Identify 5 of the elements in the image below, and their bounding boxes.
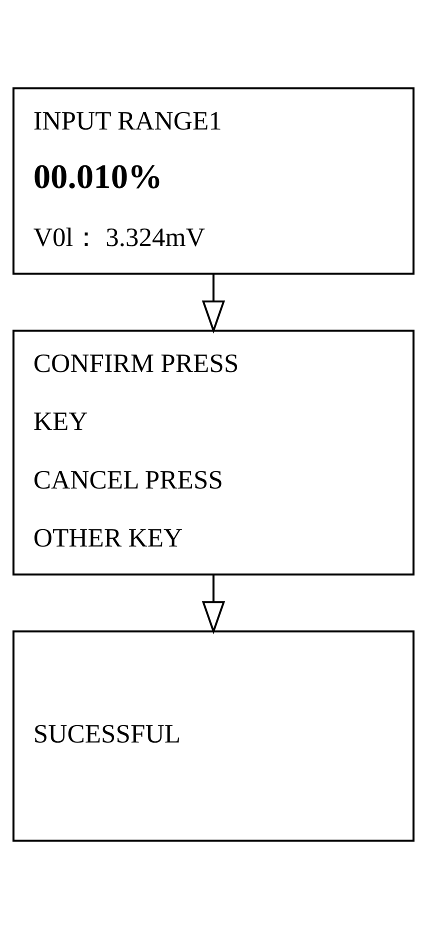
arrow — [202, 574, 226, 634]
node-box: SUCESSFUL — [12, 630, 415, 842]
arrow — [202, 273, 226, 334]
node-box: CONFIRM PRESS KEY CANCEL PRESS OTHER KEY — [12, 329, 415, 575]
node-box: INPUT RANGE1 00.010% V0l： 3.324mV — [12, 86, 415, 274]
